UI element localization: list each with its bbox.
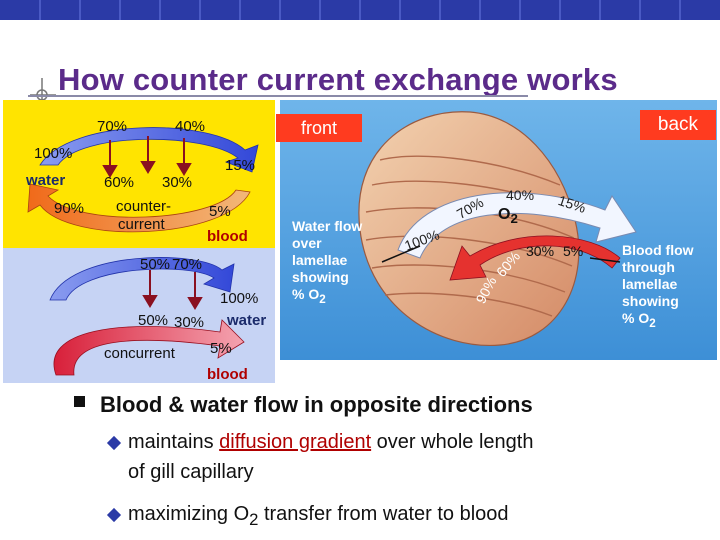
blood-flow-line-2: through bbox=[622, 259, 675, 275]
cc-left-100: 100% bbox=[34, 145, 73, 162]
cc-right-5: 5% bbox=[209, 203, 231, 220]
concurrent-blood-arrow bbox=[53, 319, 245, 376]
diffusion-gradient-term: diffusion gradient bbox=[219, 431, 372, 453]
title-underline bbox=[28, 95, 528, 97]
header-bar bbox=[0, 0, 720, 20]
blood-flow-caption: Blood flow through lamellae showing % O2 bbox=[622, 242, 694, 332]
cc-top-label-2: 40% bbox=[175, 118, 206, 135]
water-flow-line-5: % O2 bbox=[292, 286, 326, 306]
arc-bottom-4: 5% bbox=[563, 243, 584, 259]
blood-flow-line-1: Blood flow bbox=[622, 242, 694, 258]
gill-water-flow-arrow bbox=[397, 192, 637, 259]
countercurrent-water-arrow bbox=[39, 127, 259, 173]
cc-mid-label-2: 30% bbox=[162, 174, 193, 191]
blood-flow-line-3: lamellae bbox=[622, 276, 678, 292]
blood-flow-pointer bbox=[589, 257, 621, 263]
sub-bullet-diamond-icon bbox=[106, 507, 122, 523]
bullet-square-icon bbox=[74, 396, 85, 407]
co-top-label-2: 70% bbox=[172, 256, 203, 273]
co-right-5: 5% bbox=[210, 340, 232, 357]
cc-mid-label-1: 60% bbox=[104, 174, 135, 191]
co-water-label: water bbox=[227, 312, 267, 329]
gill-blood-flow-arrow bbox=[449, 235, 621, 281]
concurrent-diffusion-arrows bbox=[142, 270, 203, 310]
co-bottom-label-2: 30% bbox=[174, 314, 205, 331]
arc-bottom-3: 30% bbox=[526, 243, 555, 259]
sub-point-2: maximizing O2 transfer from water to blo… bbox=[128, 503, 509, 529]
water-flow-pointer bbox=[381, 245, 421, 263]
blood-flow-line-4: showing bbox=[622, 293, 679, 309]
water-flow-caption: Water flow over lamellae showing % O2 bbox=[292, 218, 362, 308]
water-flow-line-4: showing bbox=[292, 269, 349, 285]
co-blood-label: blood bbox=[207, 366, 248, 383]
water-flow-line-2: over bbox=[292, 235, 322, 251]
countercurrent-diffusion-arrows bbox=[102, 136, 192, 178]
co-top-label-1: 50% bbox=[140, 256, 171, 273]
co-right-100: 100% bbox=[220, 290, 259, 307]
countercurrent-blood-arrow bbox=[27, 183, 251, 233]
cc-right-15: 15% bbox=[225, 157, 256, 174]
co-center-label: concurrent bbox=[104, 345, 175, 362]
main-bullet: Blood & water flow in opposite direction… bbox=[100, 392, 533, 417]
o2-label: O2 bbox=[498, 206, 518, 227]
arc-top-3: 40% bbox=[506, 187, 535, 203]
sub-bullet-diamond-icon bbox=[106, 435, 122, 451]
cc-top-label-1: 70% bbox=[97, 118, 128, 135]
cc-left-90: 90% bbox=[54, 200, 85, 217]
cc-blood-label: blood bbox=[207, 228, 248, 245]
cc-center-line1: counter- bbox=[116, 198, 172, 215]
concurrent-water-arrow bbox=[49, 257, 235, 301]
co-bottom-label-1: 50% bbox=[138, 312, 169, 329]
cc-center-line2: current bbox=[118, 216, 165, 233]
sub-point-1: maintains diffusion gradient over whole … bbox=[128, 431, 534, 483]
cc-water-label: water bbox=[26, 172, 66, 189]
water-flow-line-1: Water flow bbox=[292, 218, 363, 234]
page-title: How counter current exchange works bbox=[58, 62, 618, 97]
back-tag: back bbox=[640, 110, 716, 140]
diagram-canvas bbox=[3, 100, 717, 383]
blood-flow-line-5: % O2 bbox=[622, 310, 656, 330]
header-grid-pattern bbox=[39, 0, 681, 20]
front-tag: front bbox=[276, 114, 362, 142]
water-flow-line-3: lamellae bbox=[292, 252, 348, 268]
